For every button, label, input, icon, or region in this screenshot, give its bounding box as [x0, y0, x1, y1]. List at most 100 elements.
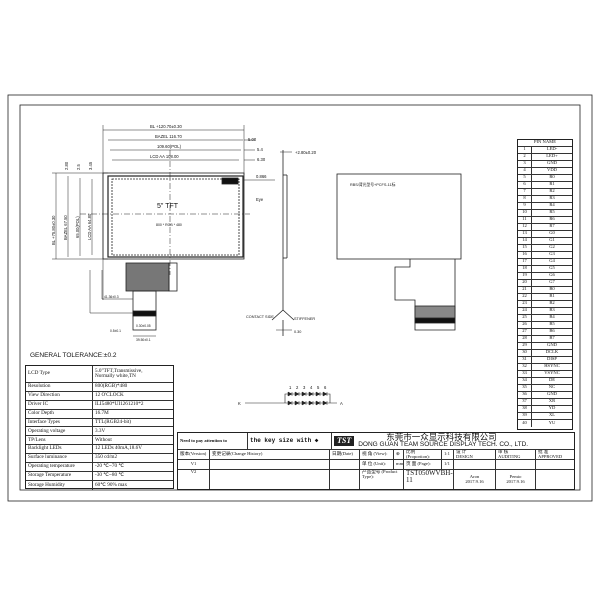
page-value: 1/1 — [442, 460, 454, 469]
dim-fpc-1: 41.36±0.3 — [104, 295, 119, 299]
pin-name: LED+ — [546, 153, 558, 159]
company-name-en: DONG GUAN TEAM SOURCE DISPLAY TECH. CO.,… — [358, 441, 529, 449]
led-diode-icon — [301, 400, 307, 406]
pin-name: R5 — [549, 209, 555, 215]
pin-name: HSYNC — [544, 363, 560, 369]
pin-number: 22 — [518, 293, 532, 300]
pin-number: 27 — [518, 328, 532, 335]
pin-name: DE — [548, 377, 556, 383]
spec-label: Resolution — [26, 383, 93, 391]
dim-6-30: 6.30 — [257, 157, 266, 162]
pin-name: B3 — [549, 307, 555, 313]
pin-name: VSYNC — [544, 370, 560, 376]
led-diode-icon — [294, 400, 300, 406]
pin-name: YU — [548, 419, 556, 425]
pin-number: 36 — [518, 391, 532, 398]
dim-pol-width: 109.60(POL) — [157, 144, 182, 149]
dim-bazel-width: BAZEL 116.70 — [155, 134, 182, 139]
spec-value: -30 ℃~80 ℃ — [95, 472, 125, 479]
pin-number: 19 — [518, 272, 532, 279]
spec-label: Operating voltage — [26, 427, 93, 436]
dim-aa-width: LCD AA 108.00 — [150, 154, 179, 159]
eye-label: Eye — [256, 197, 264, 202]
pin-name: R6 — [549, 216, 555, 222]
pin-number: 25 — [518, 314, 532, 321]
led-diode-icon — [315, 391, 321, 397]
pin-name: NC — [548, 384, 556, 390]
pin-number: 39 — [518, 412, 532, 419]
led-diode-icon — [301, 391, 307, 397]
pin-number: 14 — [518, 237, 532, 244]
pin-name: G3 — [549, 251, 555, 257]
pin-number: 34 — [518, 377, 532, 384]
pin-number: 30 — [518, 349, 532, 356]
pin-table-header: PIN NAME — [533, 140, 557, 145]
dim-fpc-4: 39.50±0.1 — [136, 338, 151, 342]
pin-number: 4 — [518, 167, 532, 174]
pin-name: R7 — [549, 223, 555, 229]
product-type-label: 产品型号 (Product Type): — [360, 470, 404, 489]
spec-label: View Direction — [26, 391, 93, 400]
spec-value: TTL(RGB24-bit) — [95, 418, 132, 425]
dim-5-00: 5.00 — [248, 137, 257, 142]
pin-name: G2 — [549, 244, 555, 250]
spec-value: ILI5480*UI1261210*2 — [95, 401, 144, 407]
pin-number: 12 — [518, 223, 532, 230]
spec-value: Without — [95, 436, 112, 443]
pin-name: B6 — [549, 328, 555, 334]
spec-value: 800(RGB)*480 — [95, 383, 128, 390]
designer-signoff: Aron 2017.9.16 — [454, 470, 496, 489]
spec-label: Backlight LEDs — [26, 445, 93, 454]
spec-label: Storage Temperature — [26, 471, 93, 480]
pin-number: 9 — [518, 202, 532, 209]
spec-label: Surface luminance — [26, 454, 93, 463]
pin-number: 38 — [518, 405, 532, 412]
backlight-outline — [102, 172, 245, 260]
dim-0-866: 0.866 — [256, 174, 267, 179]
inner-frame — [19, 104, 581, 491]
approve-header: 批 准 APPROVED — [538, 450, 563, 459]
unit-value: mm — [394, 460, 404, 469]
pin-name: G0 — [549, 230, 555, 236]
pin-name: VDD — [547, 167, 557, 173]
dim-fpc-thickness: 0.30 — [294, 330, 301, 334]
panel-resolution: 800 * RGB * 480 — [156, 223, 182, 227]
version-v2: V2 — [178, 470, 210, 489]
dim-aa-height: LCD AA 64.80 — [87, 213, 92, 240]
led-diode-icon — [315, 400, 321, 406]
unit-label: 单 位 (Unit): — [360, 460, 394, 469]
pin-name: B1 — [549, 293, 555, 299]
pin-name: R1 — [549, 181, 555, 187]
led-cathode-label: K — [238, 401, 241, 406]
product-type-value: TST050WVBH-11 — [404, 470, 454, 489]
pin-number: 31 — [518, 356, 532, 363]
panel-label: 5" TFT — [157, 203, 179, 210]
pin-number: 6 — [518, 181, 532, 188]
ic-block — [221, 177, 239, 185]
dim-2-5: 2.5 — [76, 164, 81, 170]
design-header: 设 计 DESIGN — [454, 450, 496, 459]
pin-number: 37 — [518, 398, 532, 405]
pin-number: 20 — [518, 279, 532, 286]
